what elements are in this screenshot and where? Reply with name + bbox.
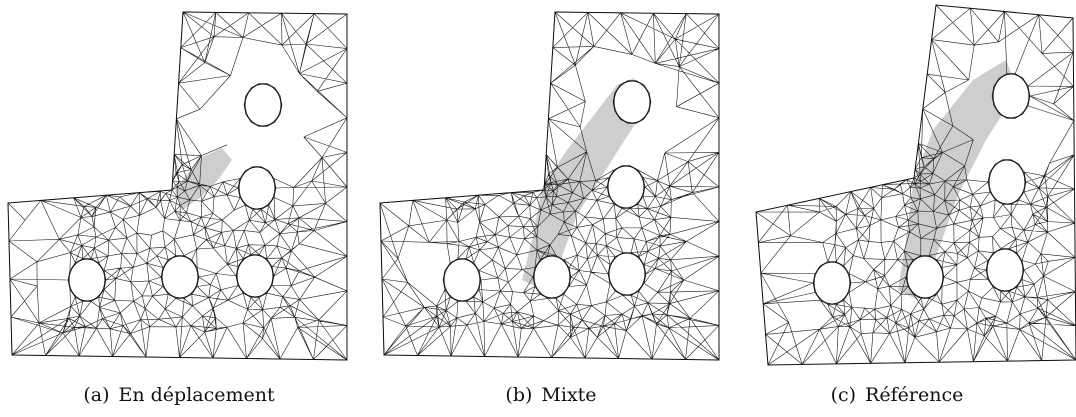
hole-1 [992,73,1030,119]
refinement-zone [175,148,232,210]
hole-4 [906,255,944,299]
hole-1 [613,80,651,124]
caption-c-label: (c) [830,384,857,406]
panel-c: (c) Référence [718,0,1076,417]
panel-a: (a) En déplacement [0,0,358,417]
caption-b-text: Mixte [541,384,597,406]
domain-outline [7,11,348,361]
mesh-edges [7,11,348,361]
hole-3 [443,258,481,302]
hole-4 [533,255,571,299]
hole-5 [986,248,1024,292]
panel-b: (b) Mixte [372,0,730,417]
mesh-a [7,11,348,361]
hole-2 [607,165,645,209]
caption-a: (a) En déplacement [0,384,358,406]
hole-4 [161,255,199,299]
hole-2 [238,166,276,210]
hole-3 [813,261,851,305]
hole-2 [988,159,1026,205]
mesh-b [379,11,720,361]
hole-1 [244,83,282,127]
caption-c: (c) Référence [718,384,1076,406]
caption-a-text: En déplacement [118,384,275,406]
caption-a-label: (a) [83,384,110,406]
caption-b: (b) Mixte [372,384,730,406]
hole-5 [608,252,646,296]
hole-5 [236,254,274,298]
mesh-c [755,4,1076,366]
caption-b-label: (b) [505,384,533,406]
domain-outline [755,4,1076,366]
caption-c-text: Référence [865,384,964,406]
hole-3 [68,258,106,302]
domain-outline [379,11,720,361]
mesh-edges [755,4,1076,366]
